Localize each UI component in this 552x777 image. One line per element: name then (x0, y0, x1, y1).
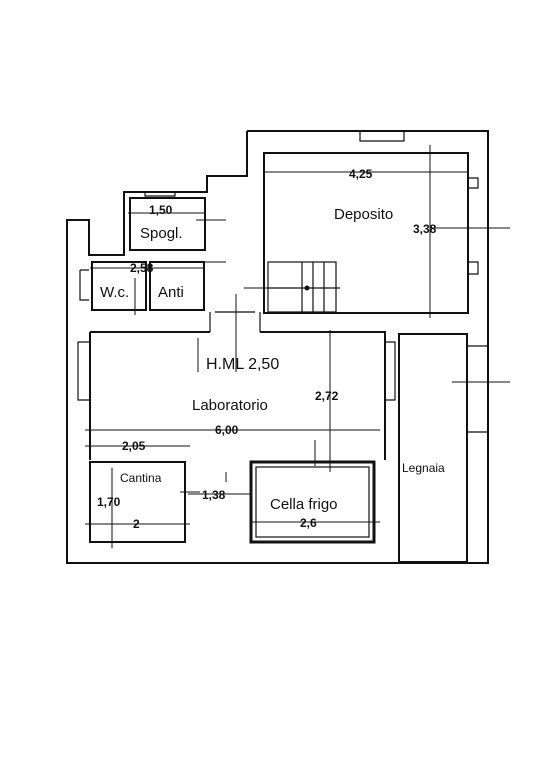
room-label-legnaia: Legnaia (402, 461, 445, 475)
deposito-wall (263, 152, 469, 314)
dimension-lines (85, 145, 510, 548)
deposito-top-opening (359, 131, 405, 142)
dim-deposito-depth: 3,38 (413, 222, 437, 236)
cella-frigo-outer-wall (249, 460, 376, 544)
room-label-anti: Anti (158, 284, 184, 301)
spogliatoio-wall (129, 197, 206, 251)
dim-cella-width: 2,6 (300, 516, 317, 530)
lab-door-opening (209, 311, 261, 332)
spogl-window (144, 192, 176, 197)
dim-cantina-top: 2,05 (122, 439, 146, 453)
cantina-wall (89, 461, 186, 543)
walls (66, 130, 489, 564)
dim-deposito-width: 4,25 (349, 167, 373, 181)
lab-right-window (385, 341, 396, 401)
dim-cantina-depth: 1,70 (97, 495, 121, 509)
dim-cantina-bottom: 2 (133, 517, 140, 531)
staircase (267, 261, 340, 313)
anti-wall (149, 261, 205, 311)
wc-window (79, 269, 89, 301)
room-label-cantina: Cantina (120, 471, 162, 485)
wc-wall (91, 261, 147, 311)
room-label-deposito: Deposito (334, 206, 393, 223)
dim-wc-anti-width: 2,58 (130, 261, 154, 275)
room-label-spogliatoio: Spogl. (140, 225, 183, 242)
dim-spogl-width: 1,50 (149, 203, 173, 217)
cella-frigo-inner-wall (255, 466, 370, 538)
height-note: H.ML 2,50 (206, 356, 279, 373)
dim-passage-width: 1,38 (202, 488, 226, 502)
room-label-wc: W.c. (100, 284, 129, 301)
deposito-right-jamb (468, 177, 479, 275)
legnaia-wall (398, 333, 468, 563)
laboratorio-wall (89, 331, 386, 460)
dim-laboratorio-width: 6,00 (215, 423, 239, 437)
dim-laboratorio-depth: 2,72 (315, 389, 339, 403)
room-label-cella-frigo: Cella frigo (270, 496, 338, 513)
outer-wall (66, 130, 489, 564)
lab-left-window (77, 341, 90, 401)
legnaia-window (467, 345, 488, 433)
room-label-laboratorio: Laboratorio (192, 397, 268, 414)
